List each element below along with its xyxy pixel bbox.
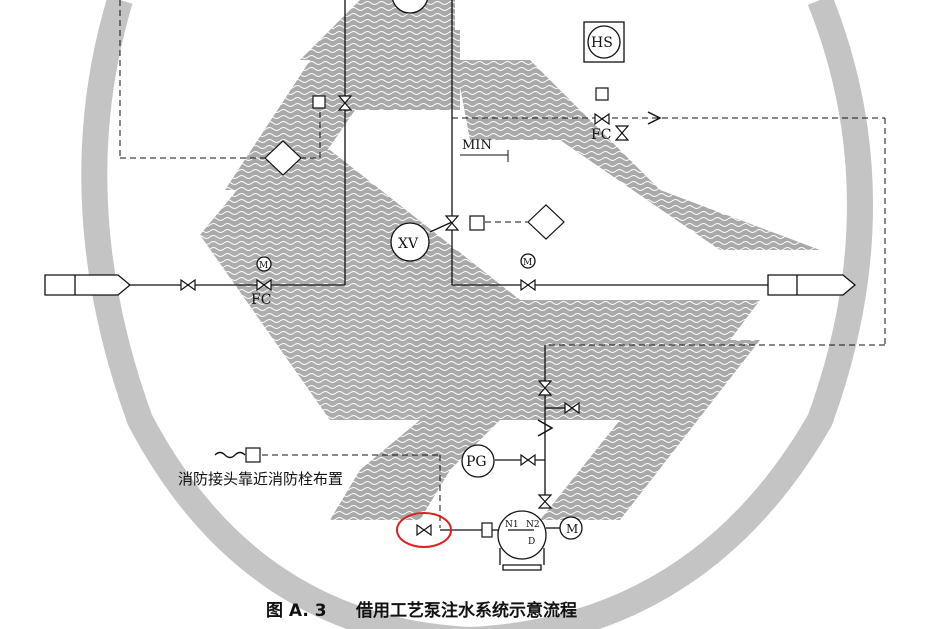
fire-connector-note: 消防接头靠近消防栓布置 xyxy=(178,470,343,488)
xv-label: XV xyxy=(398,236,419,252)
actuator-boxes xyxy=(245,87,609,538)
figure-title: 借用工艺泵注水系统示意流程 xyxy=(355,600,577,621)
hs-instrument xyxy=(583,21,625,63)
d-label: D xyxy=(528,537,535,547)
n2-label: N2 xyxy=(526,520,540,530)
hs-label: HS xyxy=(591,35,613,51)
signal-lines xyxy=(119,0,886,528)
check-valve-marks xyxy=(537,111,662,437)
pg-label: PG xyxy=(466,454,487,470)
valve-symbols xyxy=(180,95,630,537)
m-left-label: M xyxy=(259,261,268,271)
figure-number: 图 A. 3 xyxy=(266,601,327,621)
transmitter-diamonds xyxy=(264,140,565,240)
m-right-label: M xyxy=(523,258,532,268)
piping xyxy=(130,0,768,531)
outlet-connector xyxy=(767,274,857,296)
n1-label: N1 xyxy=(505,520,519,530)
highlight-circle xyxy=(396,512,452,548)
min-label: MIN xyxy=(462,138,492,153)
min-dimension xyxy=(460,150,509,162)
instrument-circles xyxy=(256,0,536,478)
watermark-logo xyxy=(81,0,873,629)
fc-left-label: FC xyxy=(251,292,271,308)
inlet-connector xyxy=(44,274,132,296)
motor-label: M xyxy=(566,522,578,536)
pump xyxy=(497,510,583,571)
fc-top-label: FC xyxy=(591,127,611,143)
